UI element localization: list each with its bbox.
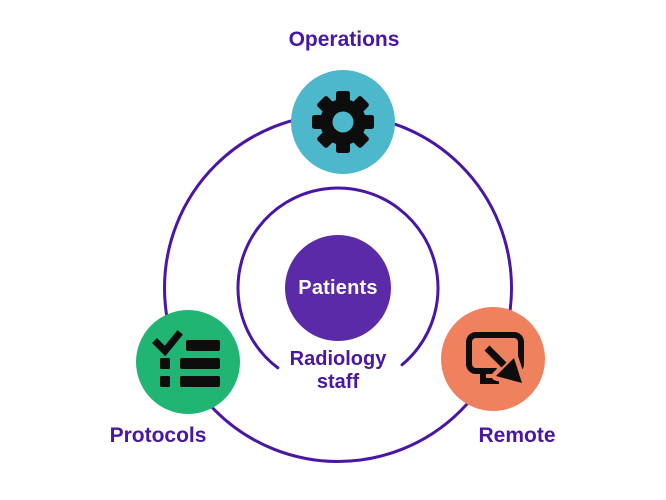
operations-label: Operations [288,28,400,51]
node-operations [291,70,395,174]
radiology-staff-label: Radiology staff [289,348,387,393]
node-protocols [136,310,240,414]
remote-access-icon [466,332,527,388]
gear-icon [312,91,374,153]
inner-ring [236,186,440,390]
node-remote [441,307,545,411]
patients-circle: Patients [285,235,391,341]
patients-label: Patients [298,276,378,299]
checklist-icon [152,330,220,387]
protocols-label: Protocols [109,424,207,447]
remote-label: Remote [478,424,556,447]
